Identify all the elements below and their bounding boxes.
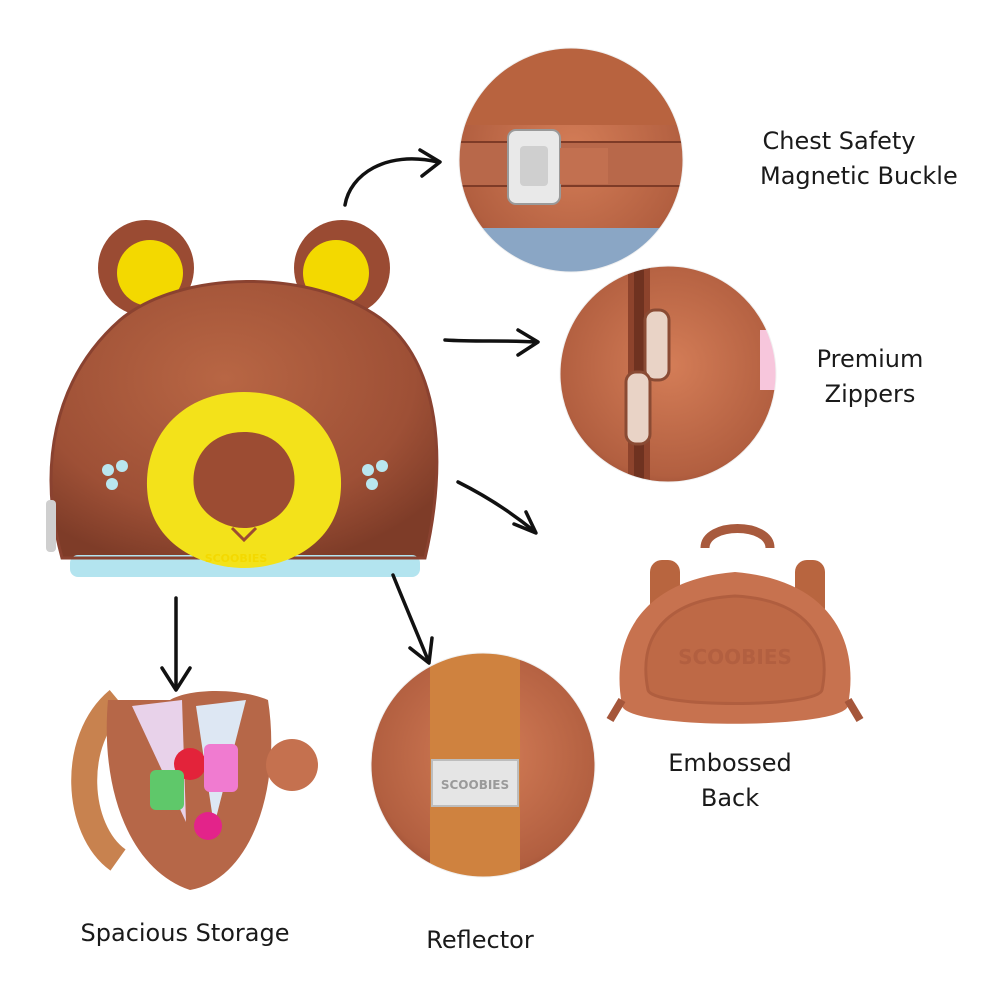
- embossed-back-label-line1: Embossed: [668, 749, 792, 777]
- embossed-back-label: Embossed Back: [665, 746, 795, 816]
- open-storage-photo: [71, 690, 318, 890]
- reflector-label: Reflector: [420, 923, 540, 958]
- zipper-photo: [560, 266, 776, 482]
- chest-buckle-label-line2: Magnetic Buckle: [760, 162, 958, 190]
- arrow-icon: [443, 328, 540, 357]
- zippers-label-line1: Premium: [816, 345, 924, 373]
- zippers-label: Premium Zippers: [805, 342, 935, 412]
- chest-buckle-label: Chest Safety Magnetic Buckle: [760, 124, 958, 194]
- arrow-icon: [391, 573, 434, 665]
- reflector-logo: SCOOBIES: [441, 778, 509, 792]
- embossed-back-label-line2: Back: [700, 784, 760, 812]
- bear-backpack-front: SCOOBIES: [46, 220, 439, 577]
- arrow-icon: [456, 480, 538, 535]
- zippers-label-line2: Zippers: [824, 380, 916, 408]
- chest-buckle-label-line1: Chest Safety: [762, 127, 916, 155]
- chest-buckle-photo: [459, 48, 683, 272]
- embossed-logo: SCOOBIES: [678, 645, 792, 669]
- arrow-icon: [343, 148, 442, 207]
- reflector-photo: SCOOBIES: [371, 653, 595, 877]
- storage-label-text: Spacious Storage: [80, 919, 290, 947]
- right-cheek-dots: [362, 460, 388, 490]
- reflector-label-text: Reflector: [426, 926, 534, 954]
- embossed-back-photo: SCOOBIES: [606, 524, 864, 724]
- nose: [193, 432, 295, 528]
- arrow-icon: [160, 596, 192, 692]
- storage-label: Spacious Storage: [80, 916, 290, 951]
- bag-logo: SCOOBIES: [205, 552, 268, 565]
- left-cheek-dots: [102, 460, 128, 490]
